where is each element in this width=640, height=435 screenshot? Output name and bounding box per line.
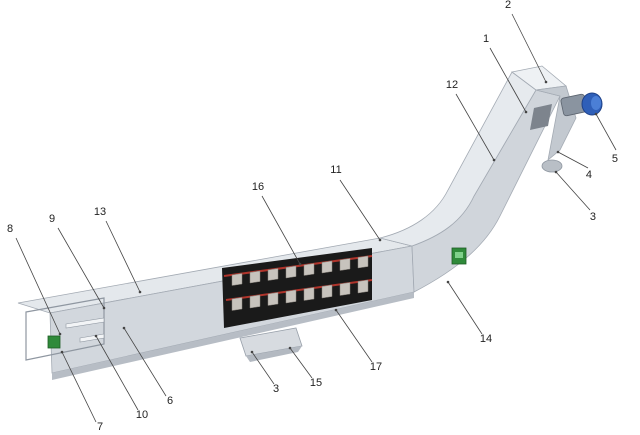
callout-anchor-dot <box>544 80 548 84</box>
scraper-flight <box>357 255 369 269</box>
callout-anchor-dot <box>288 346 292 350</box>
scraper-flight <box>285 289 297 304</box>
callout-number: 4 <box>586 169 592 181</box>
callout-anchor-dot <box>334 308 338 312</box>
callout-leader-line <box>555 171 591 211</box>
scraper-flight <box>231 273 243 286</box>
callout-leader-line <box>95 335 139 411</box>
callout-anchor-dot <box>138 290 142 294</box>
callout-leader-line <box>557 151 589 169</box>
callout-number: 8 <box>7 223 13 235</box>
scraper-flight <box>267 268 279 281</box>
callout-number: 7 <box>97 421 103 433</box>
callout-leader-line <box>339 179 381 241</box>
callout-anchor-dot <box>556 150 560 154</box>
scraper-flight <box>321 260 333 274</box>
scraper-flight <box>321 284 333 299</box>
callout-anchor-dot <box>492 158 496 162</box>
scraper-flight <box>249 294 261 309</box>
scraper-flight <box>339 282 351 296</box>
callout-leader-line <box>61 351 97 423</box>
callout-leader-line <box>261 195 301 265</box>
callout-number: 11 <box>330 164 341 176</box>
scraper-flight <box>303 287 315 301</box>
discharge-hopper <box>239 327 303 362</box>
callout-number: 1 <box>483 33 489 45</box>
callout-number: 15 <box>310 377 322 389</box>
scraper-flight <box>339 258 351 271</box>
callout-leader-line <box>455 93 495 161</box>
callout-number: 9 <box>49 213 55 225</box>
callout-anchor-dot <box>102 306 106 310</box>
callout-leader-line <box>251 351 275 385</box>
cutaway-interior <box>222 248 372 328</box>
callout-anchor-dot <box>524 110 528 114</box>
callout-anchor-dot <box>250 350 254 354</box>
callout-number: 12 <box>446 79 458 91</box>
callout-anchor-dot <box>298 262 302 266</box>
scraper-flights <box>231 255 369 311</box>
callout-number: 3 <box>273 383 279 395</box>
callout-anchor-dot <box>94 334 98 338</box>
incline-inspection-slot <box>530 104 552 130</box>
callout-leader-line <box>289 347 313 379</box>
callout-number: 6 <box>167 395 173 407</box>
scraper-flight <box>267 292 279 306</box>
scraper-flight <box>231 297 243 311</box>
callout-leader-line <box>335 309 373 363</box>
callout-anchor-dot <box>554 170 558 174</box>
callout-anchor-dot <box>594 112 598 116</box>
control-box-icon <box>47 247 467 349</box>
callout-number: 10 <box>136 409 148 421</box>
callout-leader-line <box>105 220 141 293</box>
callout-number: 13 <box>94 206 106 218</box>
callout-anchor-dot <box>378 238 382 242</box>
cutaway-window <box>222 248 373 328</box>
callout-number: 5 <box>612 153 618 165</box>
callout-anchor-dot <box>58 332 62 336</box>
callout-leader-line <box>123 327 167 397</box>
callout-leader-line <box>595 113 617 151</box>
scraper-flight <box>249 270 261 284</box>
callout-number: 2 <box>505 0 511 11</box>
callout-number: 3 <box>590 211 596 223</box>
inclined-section <box>379 65 577 293</box>
window-icon <box>25 297 105 361</box>
callout-anchor-dot <box>60 350 64 354</box>
motor-icon <box>560 92 603 117</box>
callout-number: 14 <box>480 333 492 345</box>
callout-anchor-dot <box>446 280 450 284</box>
callout-leader-line <box>511 13 547 83</box>
bearing-housing <box>541 159 563 173</box>
callout-leader-line <box>15 237 61 335</box>
callout-leader-line <box>489 47 527 113</box>
callout-leader-line <box>57 227 105 309</box>
scraper-flight <box>357 279 369 294</box>
callout-anchor-dot <box>122 326 126 330</box>
callout-number: 16 <box>252 181 264 193</box>
scraper-flight <box>285 265 297 279</box>
callout-number: 17 <box>370 361 382 373</box>
callout-leader-line <box>447 281 483 335</box>
scraper-flight <box>303 263 315 276</box>
